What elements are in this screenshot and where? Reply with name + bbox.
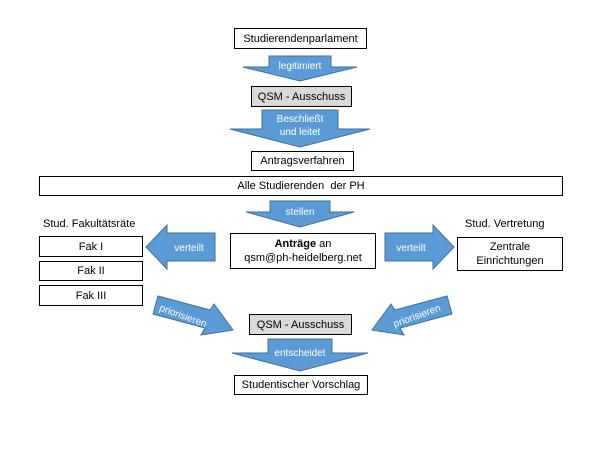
node-label: Fak III (75, 289, 107, 302)
node-label: QSM - Ausschuss (257, 90, 346, 103)
node-fak-2: Fak II (39, 261, 143, 281)
node-antraege-rest: an (316, 238, 332, 250)
node-qsm-ausschuss-bottom: QSM - Ausschuss (249, 314, 352, 335)
arrow-legitimiert (242, 55, 358, 82)
node-label: QSM - Ausschuss (256, 318, 345, 331)
node-label: Fak I (78, 240, 104, 253)
node-alle-studierenden: Alle Studierenden der PH (39, 176, 563, 196)
label-stud-vertretung: Stud. Vertretung (465, 218, 545, 230)
node-qsm-ausschuss-top: QSM - Ausschuss (251, 86, 352, 107)
node-antraege-email: qsm@ph-heidelberg.net (244, 252, 362, 264)
arrow-verteilt-right (384, 223, 455, 271)
label-stud-fakultaetsraete: Stud. Fakultätsräte (43, 218, 136, 230)
node-antraege-bold: Anträge (274, 238, 317, 250)
arrow-label-stellen: stellen (286, 207, 315, 218)
arrow-label-beschliesst-2: und leitet (280, 127, 321, 138)
arrow-entscheidet (231, 338, 369, 372)
arrow-stellen (245, 200, 355, 228)
node-antraege-line1: Anträge an (275, 237, 332, 251)
arrow-priorisieren-left (152, 295, 234, 336)
arrow-beschliesst (229, 109, 371, 148)
node-label: Studierendenparlament (243, 32, 358, 45)
arrow-verteilt-left (145, 223, 216, 271)
arrow-priorisieren-right (371, 295, 453, 336)
node-antragsverfahren: Antragsverfahren (251, 151, 354, 171)
arrow-label-legitimiert: legitimiert (279, 61, 322, 72)
arrow-label-verteilt-left: verteilt (174, 243, 204, 254)
arrow-label-verteilt-right: verteilt (396, 243, 426, 254)
node-label: Antragsverfahren (260, 155, 345, 167)
node-label: Fak II (77, 265, 105, 277)
node-antraege: Anträge an qsm@ph-heidelberg.net (230, 233, 376, 269)
node-label: Alle Studierenden der PH (237, 180, 365, 192)
arrow-label-entscheidet: entscheidet (274, 348, 325, 359)
node-zentrale-einrichtungen: Zentrale Einrichtungen (457, 237, 563, 271)
node-studentischer-vorschlag: Studentischer Vorschlag (234, 375, 368, 395)
arrow-label-beschliesst-1: Beschließt (277, 114, 324, 125)
node-label: Zentrale Einrichtungen (476, 241, 544, 267)
node-label: Studentischer Vorschlag (241, 379, 361, 391)
node-fak-3: Fak III (39, 285, 143, 306)
node-studierendenparlament: Studierendenparlament (234, 28, 367, 49)
node-fak-1: Fak I (39, 236, 143, 257)
